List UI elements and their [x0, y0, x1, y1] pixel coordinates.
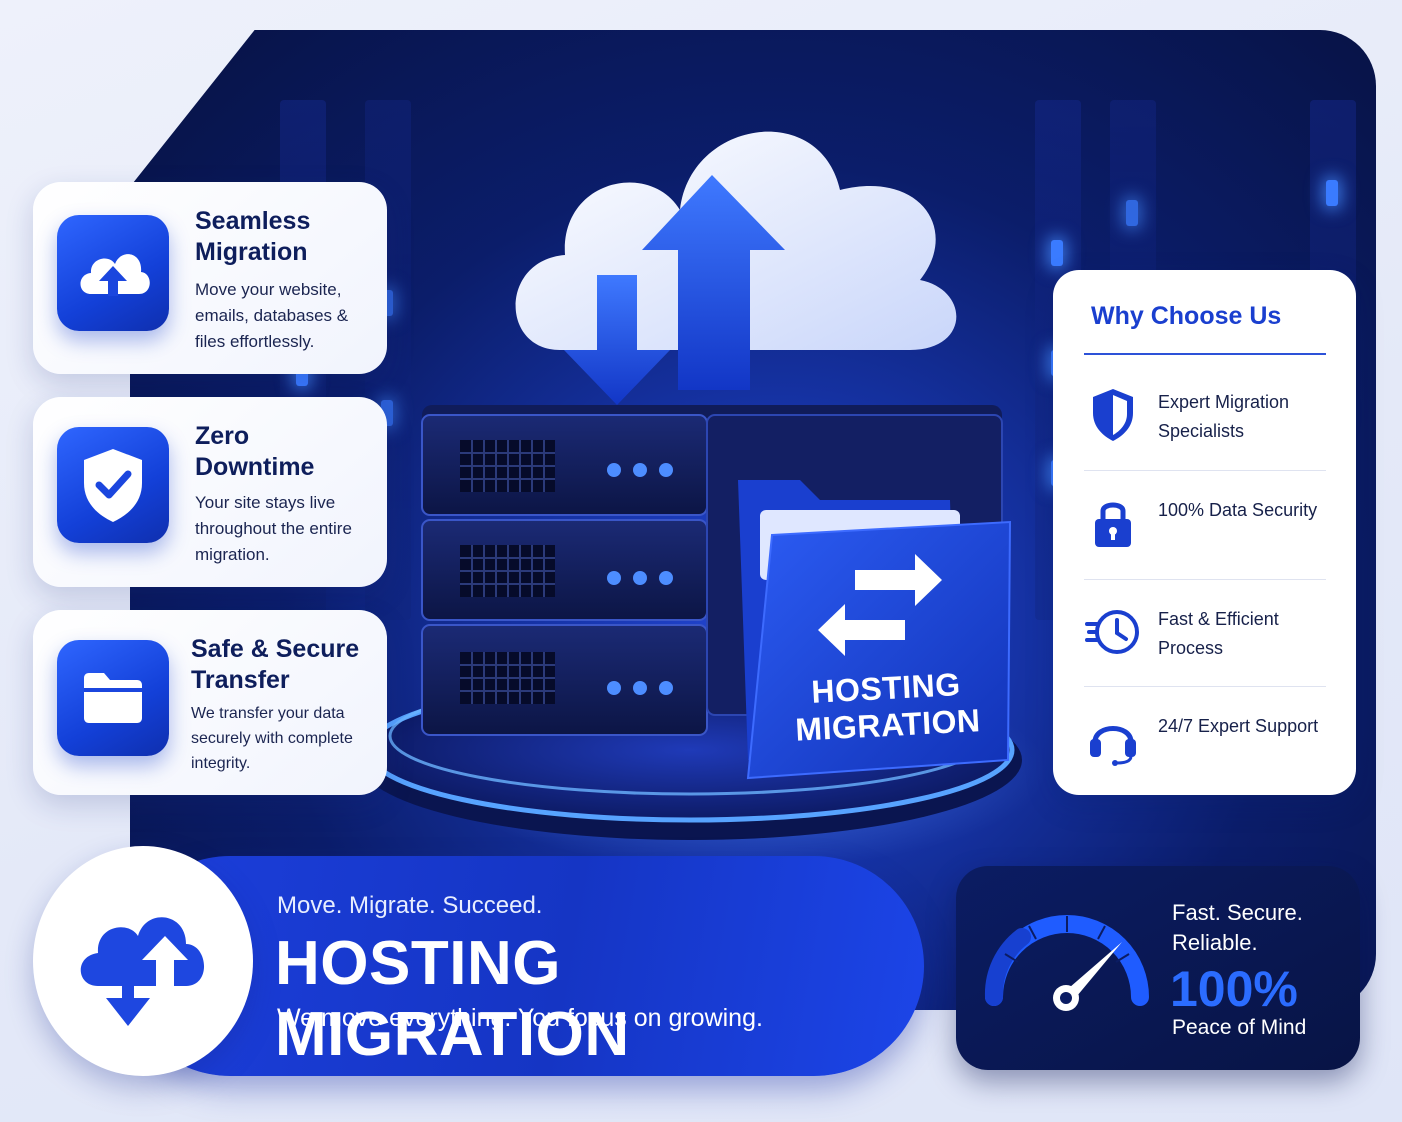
lock-icon	[1084, 494, 1142, 552]
feature-title: Safe & Secure Transfer	[191, 635, 360, 694]
feature-card-secure-transfer: Safe & Secure Transfer We transfer your …	[33, 610, 387, 795]
why-item: Fast & Efficient Process	[1084, 575, 1326, 683]
title-divider	[1084, 353, 1326, 355]
transfer-arrows-icon	[564, 175, 785, 405]
row-divider	[1084, 470, 1326, 471]
banner-title: HOSTING MIGRATION	[275, 929, 630, 1069]
why-item: Expert Migration Specialists	[1084, 358, 1326, 466]
feature-card-seamless: Seamless Migration Move your website, em…	[33, 182, 387, 374]
shield-check-icon	[57, 427, 169, 543]
cloud-transfer-badge	[33, 846, 253, 1076]
row-divider	[1084, 686, 1326, 687]
speed-tagline: Fast. Secure. Reliable.	[1172, 900, 1303, 955]
why-item: 24/7 Expert Support	[1084, 682, 1326, 790]
why-item-label: 24/7 Expert Support	[1158, 716, 1319, 736]
hosting-folder-icon	[738, 480, 1012, 780]
shield-icon	[1084, 386, 1142, 444]
speed-value: 100%	[1170, 961, 1298, 1017]
feature-description: Move your website, emails, databases & f…	[195, 280, 349, 351]
headset-icon	[1084, 710, 1142, 768]
panel-title: Why Choose Us	[1091, 302, 1282, 330]
fast-clock-icon	[1084, 603, 1142, 661]
speed-caption: Peace of Mind	[1172, 1016, 1307, 1039]
folder-icon	[57, 640, 169, 756]
cloud-upload-icon	[57, 215, 169, 331]
feature-title: Zero Downtime	[195, 422, 315, 481]
banner-tagline: Move. Migrate. Succeed.	[277, 892, 543, 919]
why-item-label: Expert Migration Specialists	[1158, 392, 1290, 441]
feature-description: Your site stays live throughout the enti…	[195, 493, 352, 564]
migration-illustration	[360, 131, 1022, 840]
why-item-label: 100% Data Security	[1158, 500, 1318, 520]
speed-card: Fast. Secure. Reliable. 100% Peace of Mi…	[956, 866, 1360, 1070]
row-divider	[1084, 579, 1326, 580]
feature-card-zero-downtime: Zero Downtime Your site stays live throu…	[33, 397, 387, 587]
why-item-label: Fast & Efficient Process	[1158, 609, 1279, 658]
why-item: 100% Data Security	[1084, 466, 1326, 574]
speedometer-icon	[984, 915, 1149, 1011]
banner-subtitle: We move everything. You focus on growing…	[277, 1004, 763, 1032]
feature-title: Seamless Migration	[195, 207, 311, 266]
why-choose-us-panel: Why Choose Us Expert Migration Specialis…	[1053, 270, 1356, 795]
feature-description: We transfer your data securely with comp…	[191, 705, 353, 772]
hosting-migration-banner: Move. Migrate. Succeed. HOSTING MIGRATIO…	[120, 856, 924, 1076]
cloud-transfer-icon	[80, 917, 205, 1026]
folder-label: HOSTING MIGRATION	[794, 666, 982, 748]
